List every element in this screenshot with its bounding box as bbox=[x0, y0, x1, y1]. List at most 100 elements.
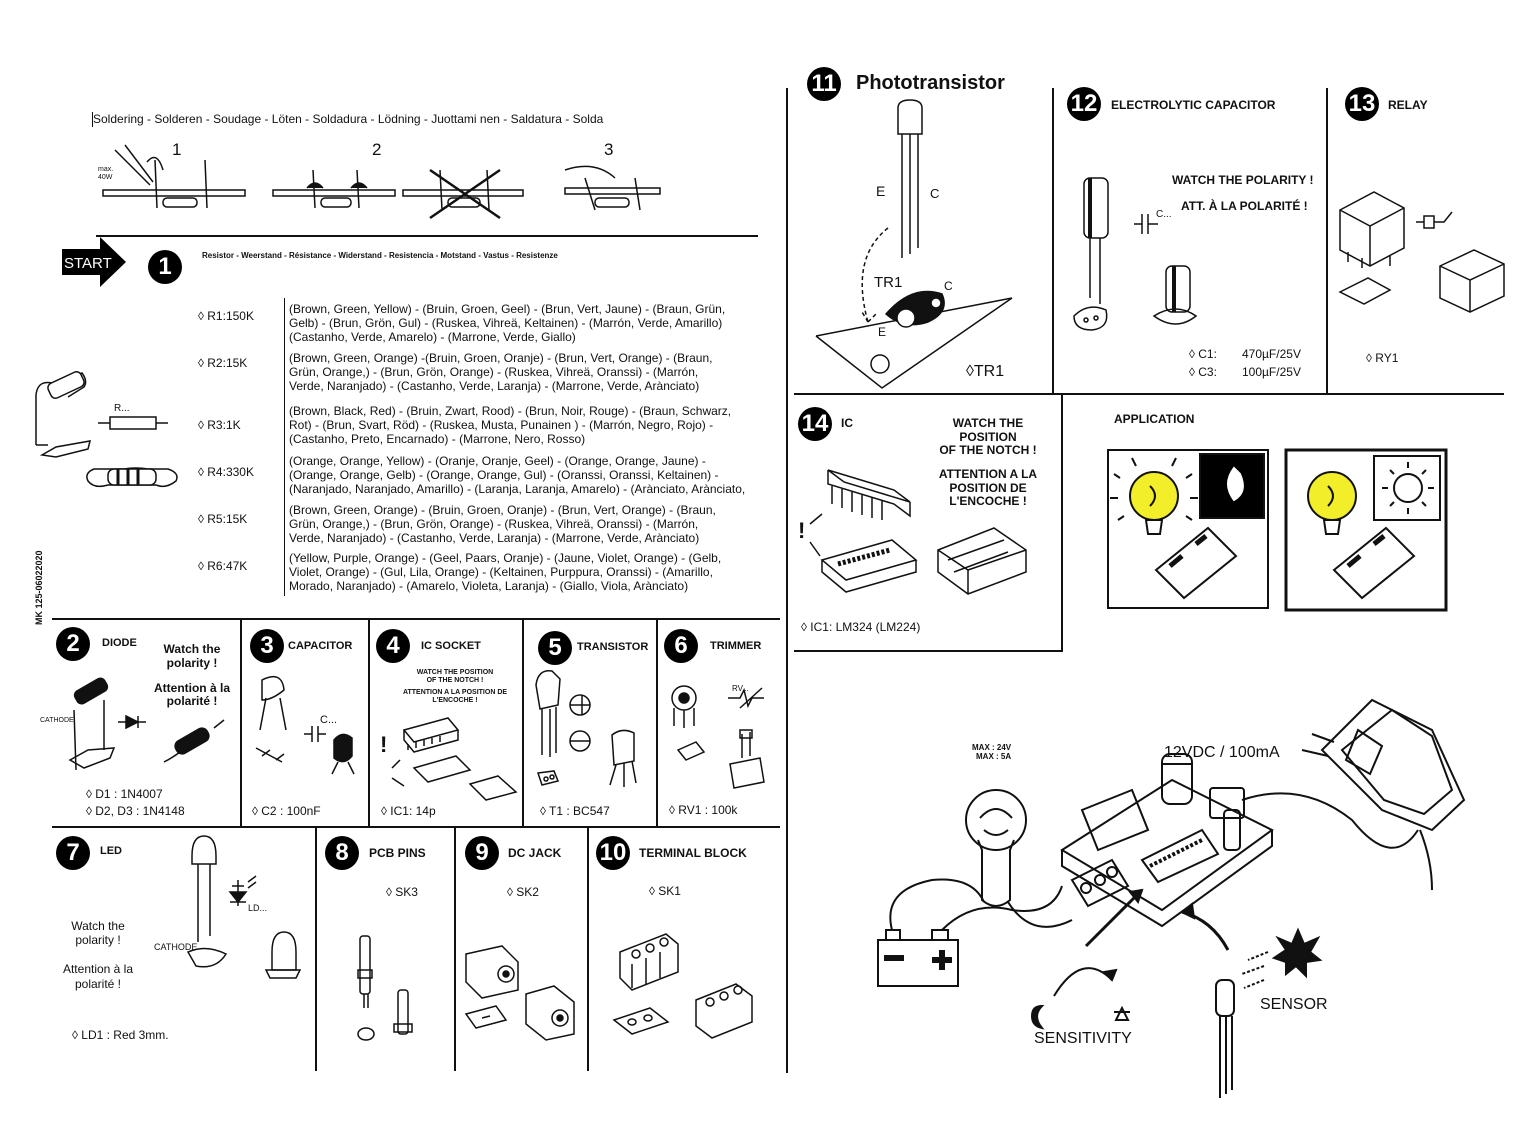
pcb-pins-illustration bbox=[357, 935, 413, 1041]
step9-number: 9 bbox=[465, 836, 499, 870]
r5-code: ◊ R5:15K bbox=[198, 512, 248, 526]
phototransistor-e-label: E bbox=[876, 183, 886, 199]
diode-watch-1: Watch the bbox=[163, 642, 221, 656]
t1-label: ◊ T1 : BC547 bbox=[540, 804, 610, 818]
soldering-title: Soldering - Solderen - Soudage - Löten -… bbox=[93, 112, 604, 126]
c3-value: 100µF/25V bbox=[1242, 365, 1301, 379]
elco-att-label: ATT. À LA POLARITÉ ! bbox=[1181, 199, 1308, 213]
start-arrow bbox=[62, 237, 126, 287]
r5-colors: (Brown, Green, Orange) - (Bruin, Groen, … bbox=[289, 503, 716, 545]
socket-att-2: L'ENCOCHE ! bbox=[432, 697, 478, 704]
tr1-label: ◊TR1 bbox=[966, 363, 1005, 380]
socket-ic1-label: ◊ IC1: 14p bbox=[381, 804, 436, 818]
col-divider-5-6 bbox=[656, 619, 658, 827]
soldering-step-3: 3 bbox=[604, 140, 614, 159]
sensitivity-label: SENSITIVITY bbox=[1034, 1030, 1132, 1047]
d1-label: ◊ D1 : 1N4007 bbox=[86, 787, 163, 801]
step5-title: TRANSISTOR bbox=[577, 641, 649, 653]
soldering-title-bar bbox=[92, 112, 93, 127]
svg-text:!: ! bbox=[380, 732, 387, 757]
r3-colors: (Brown, Black, Red) - (Bruin, Zwart, Roo… bbox=[289, 404, 732, 446]
row-divider-2 bbox=[52, 826, 780, 828]
sk1-label: ◊ SK1 bbox=[649, 884, 681, 898]
row-divider-1 bbox=[52, 618, 780, 620]
col-divider-9-10 bbox=[587, 827, 589, 1071]
diode-watch-2: polarity ! bbox=[166, 656, 218, 670]
diode-cathode-label: CATHODE bbox=[40, 717, 74, 724]
led-symbol-label: LD... bbox=[248, 903, 268, 913]
application-wiring-illustration bbox=[877, 698, 1466, 1098]
sensor-label: SENSOR bbox=[1260, 996, 1328, 1013]
c1-value: 470µF/25V bbox=[1242, 347, 1301, 361]
step5-number: 5 bbox=[538, 631, 572, 665]
ic-illustration: ! bbox=[798, 469, 1027, 595]
r1-colors: (Brown, Green, Yellow) - (Bruin, Groen, … bbox=[289, 302, 726, 344]
transistor-illustration bbox=[535, 670, 637, 787]
r4-code: ◊ R4:330K bbox=[198, 465, 254, 479]
ld1-label: ◊ LD1 : Red 3mm. bbox=[72, 1028, 169, 1042]
c3-label: ◊ C3: bbox=[1189, 365, 1217, 379]
soldering-steps-illustration bbox=[102, 144, 661, 220]
step10-number: 10 bbox=[596, 836, 630, 870]
step1-title: Resistor - Weerstand - Résistance - Wide… bbox=[202, 251, 558, 260]
dc-jack-illustration bbox=[464, 945, 575, 1041]
r2-code: ◊ R2:15K bbox=[198, 356, 248, 370]
led-watch-1: Watch the bbox=[71, 919, 125, 933]
step10-title: TERMINAL BLOCK bbox=[639, 846, 747, 860]
step13-title: RELAY bbox=[1388, 98, 1428, 112]
phototransistor-c-label: C bbox=[930, 186, 940, 201]
col-divider-12-13 bbox=[1326, 88, 1328, 394]
application-day-night-panels bbox=[1107, 448, 1448, 612]
application-title: APPLICATION bbox=[1114, 412, 1195, 426]
diode-att-1: Attention à la bbox=[153, 681, 230, 695]
ic-watch-3: OF THE NOTCH ! bbox=[939, 443, 1037, 457]
step11-number: 11 bbox=[807, 67, 841, 101]
c1-label: ◊ C1: bbox=[1189, 347, 1217, 361]
trimmer-symbol-label: RV... bbox=[732, 684, 749, 693]
ic1-label: ◊ IC1: LM324 (LM224) bbox=[801, 620, 921, 634]
soldering-step-1: 1 bbox=[172, 140, 182, 159]
step3-number: 3 bbox=[250, 629, 284, 663]
ic-watch-2: POSITION bbox=[959, 430, 1017, 444]
board-e-label: E bbox=[878, 325, 887, 339]
electrolytic-capacitor-illustration bbox=[1073, 177, 1198, 331]
led-att-1: Attention à la bbox=[62, 962, 134, 976]
center-divider bbox=[786, 88, 788, 1073]
step1-number: 1 bbox=[148, 250, 182, 284]
r3-code: ◊ R3:1K bbox=[198, 418, 241, 432]
col-divider-3-4 bbox=[368, 619, 370, 827]
trimmer-illustration bbox=[671, 685, 765, 789]
c2-label: ◊ C2 : 100nF bbox=[252, 804, 321, 818]
d2-d3-label: ◊ D2, D3 : 1N4148 bbox=[86, 804, 185, 818]
max-voltage-label: MAX : 24V bbox=[972, 743, 1012, 752]
soldering-divider bbox=[96, 235, 758, 237]
resistor-illustration bbox=[35, 371, 178, 488]
start-label: START bbox=[64, 255, 112, 272]
r4-colors: (Orange, Orange, Yellow) - (Oranje, Oran… bbox=[289, 454, 746, 496]
step6-title: TRIMMER bbox=[710, 640, 762, 652]
elco-watch-label: WATCH THE POLARITY ! bbox=[1172, 173, 1314, 187]
step7-number: 7 bbox=[56, 836, 90, 870]
step8-title: PCB PINS bbox=[369, 846, 426, 860]
elco-symbol-label: C... bbox=[1156, 209, 1172, 220]
ic-att-1: ATTENTION A LA bbox=[938, 467, 1038, 481]
max-current-label: MAX : 5A bbox=[976, 752, 1012, 761]
step6-number: 6 bbox=[664, 629, 698, 663]
supply-label: 12VDC / 100mA bbox=[1164, 744, 1280, 761]
socket-watch-1: WATCH THE POSITION bbox=[416, 669, 494, 676]
soldering-step-2: 2 bbox=[372, 140, 382, 159]
col-divider-8-9 bbox=[454, 827, 456, 1071]
r6-code: ◊ R6:47K bbox=[198, 559, 248, 573]
ic-socket-illustration: ! bbox=[380, 717, 518, 801]
step14-bottom-divider bbox=[794, 650, 1063, 652]
step12-number: 12 bbox=[1067, 87, 1101, 121]
resistor-symbol-label: R... bbox=[114, 403, 130, 414]
right-row-divider bbox=[794, 393, 1504, 395]
iron-max-label: max. 40W bbox=[98, 166, 114, 181]
socket-att-1: ATTENTION A LA POSITION DE bbox=[402, 689, 508, 696]
ic-watch-1: WATCH THE bbox=[952, 416, 1024, 430]
step11-title: Phototransistor bbox=[856, 72, 1005, 94]
r2-colors: (Brown, Green, Orange) -(Bruin, Groen, O… bbox=[289, 351, 713, 393]
resistor-list-bar bbox=[284, 298, 285, 596]
diode-illustration bbox=[68, 677, 225, 771]
